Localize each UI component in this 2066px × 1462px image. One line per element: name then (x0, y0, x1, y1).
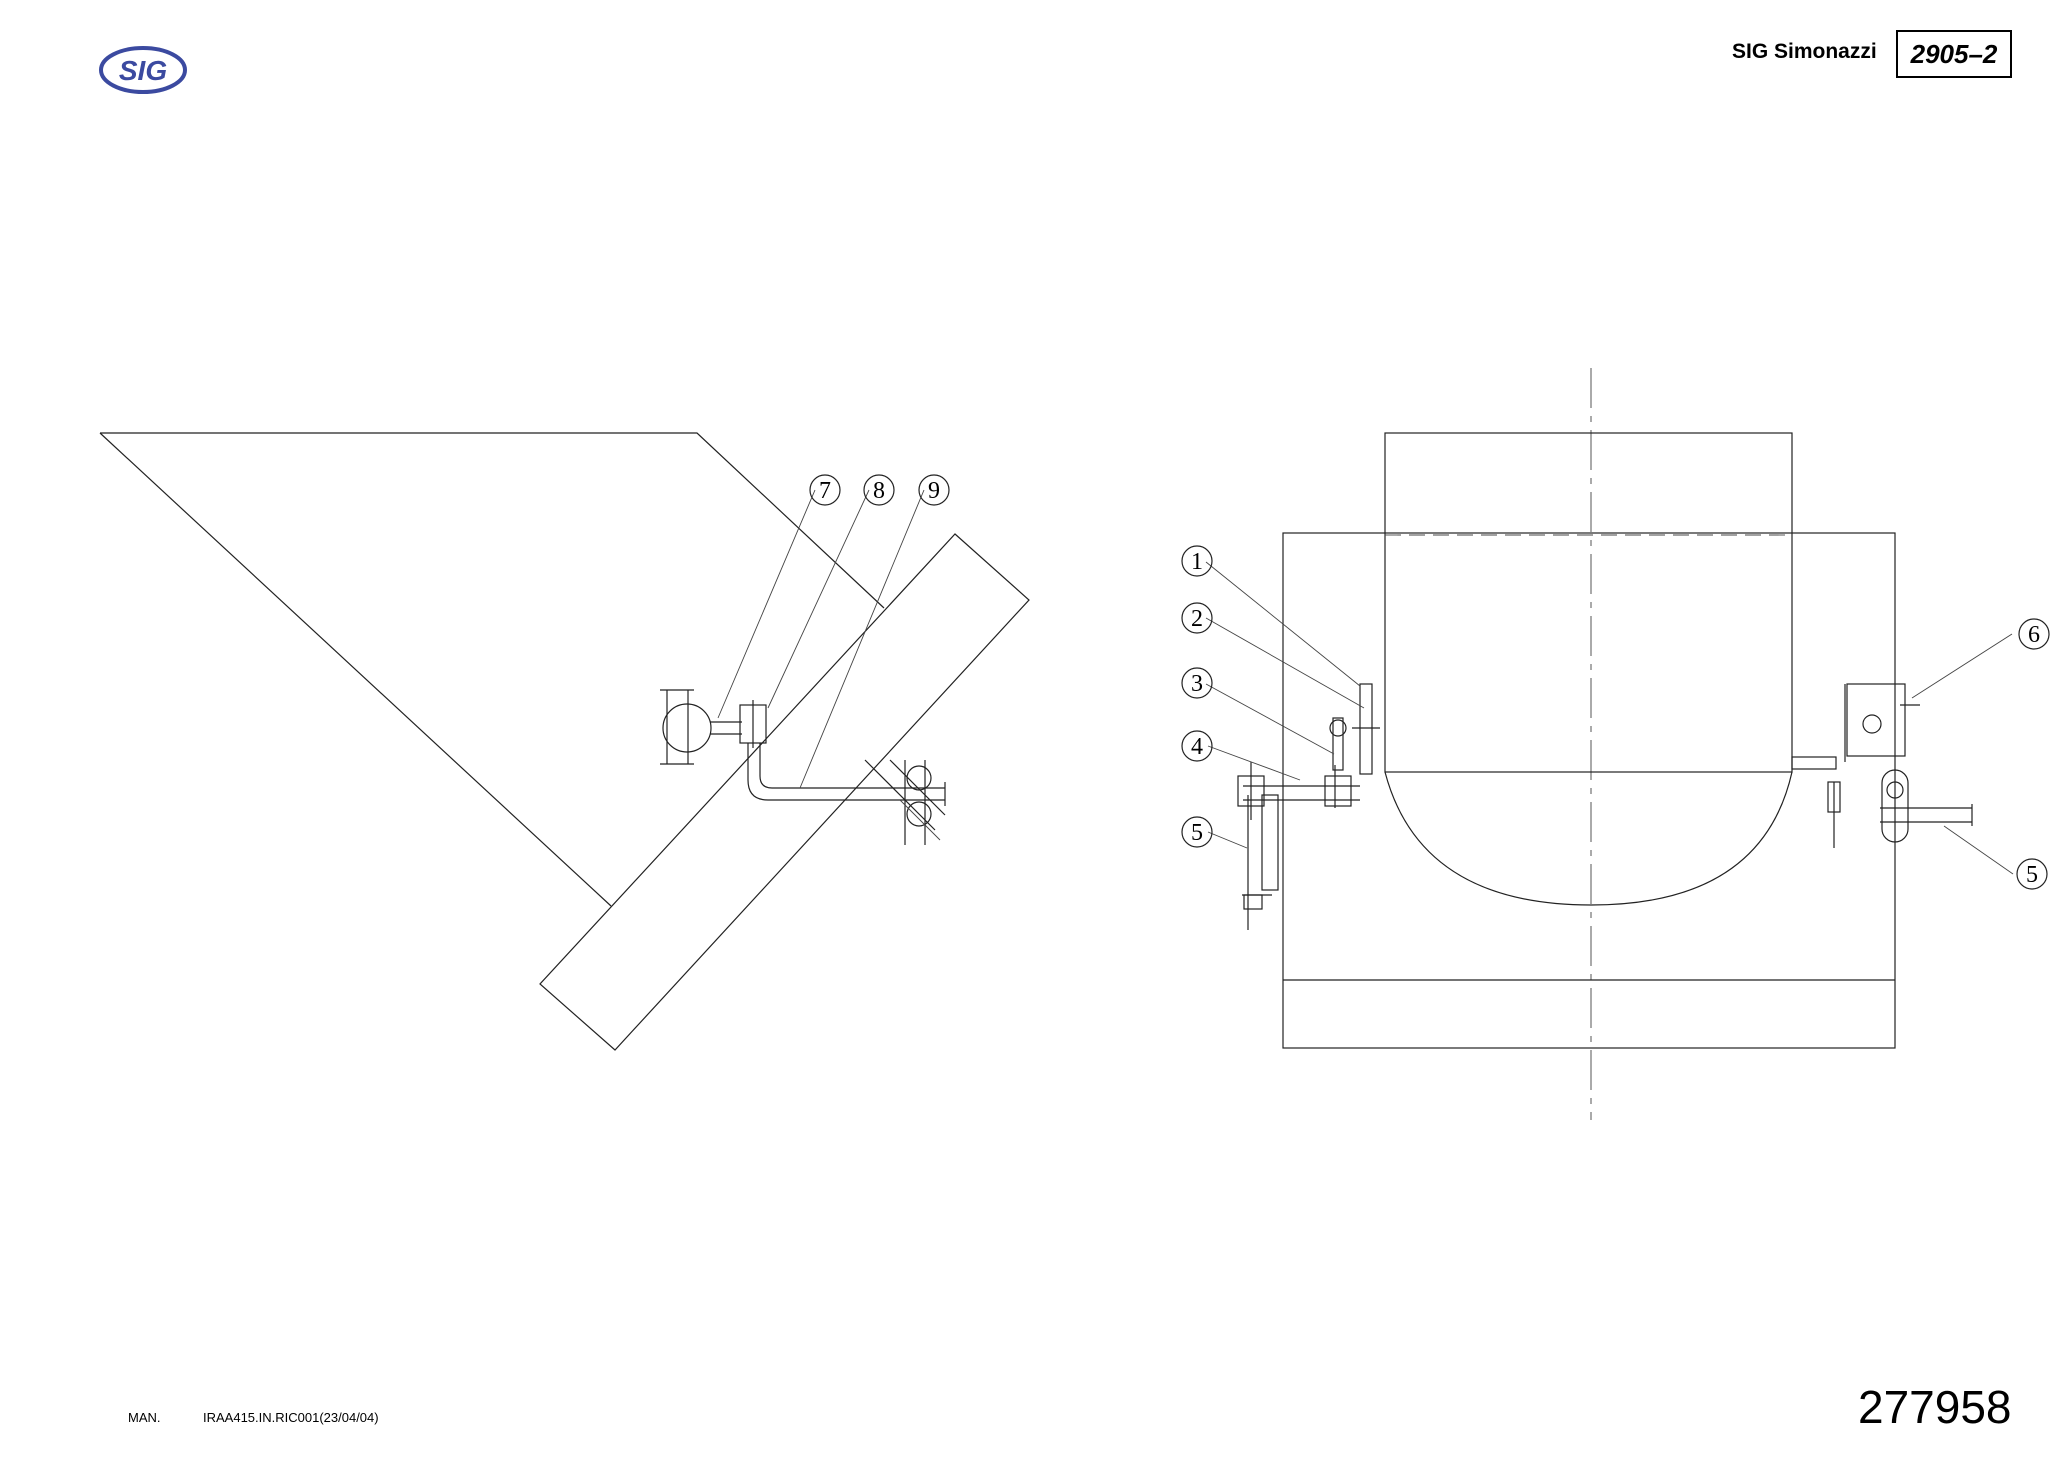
document-code-box: 2905–2 (1896, 30, 2012, 78)
callout-6: 6 (2018, 618, 2050, 650)
callout-9-label: 9 (928, 478, 940, 504)
callout-4: 4 (1181, 730, 1213, 762)
callout-2-label: 2 (1191, 606, 1203, 632)
callout-1-label: 1 (1191, 549, 1203, 575)
document-code: 2905–2 (1910, 38, 1998, 69)
callout-1: 1 (1181, 545, 1213, 577)
callout-7-label: 7 (819, 478, 831, 504)
callout-8: 8 (863, 474, 895, 506)
footer-man-label: MAN. (128, 1410, 161, 1425)
footer-reference: IRAA415.IN.RIC001(23/04/04) (203, 1410, 379, 1425)
callout-6-label: 6 (2028, 622, 2040, 648)
callout-2: 2 (1181, 602, 1213, 634)
sig-logo: SIG (99, 46, 187, 94)
svg-text:SIG: SIG (119, 55, 167, 86)
callout-3-label: 3 (1191, 671, 1203, 697)
callout-4-label: 4 (1191, 734, 1203, 760)
callout-8-label: 8 (873, 478, 885, 504)
callout-7: 7 (809, 474, 841, 506)
callout-5-right-label: 5 (2026, 862, 2038, 888)
left-bracket-assembly (660, 689, 946, 845)
callout-3: 3 (1181, 667, 1213, 699)
callout-5-left: 5 (1181, 816, 1213, 848)
callout-5-left-label: 5 (1191, 820, 1203, 846)
company-name: SIG Simonazzi (1732, 40, 1877, 63)
drawing-number: 277958 (1858, 1381, 2012, 1433)
right-view-left-brackets (1237, 683, 1380, 930)
left-view (99, 432, 1030, 1051)
right-view (1205, 368, 2014, 1120)
callout-5-right: 5 (2016, 858, 2048, 890)
callout-9: 9 (918, 474, 950, 506)
right-view-right-brackets (1791, 683, 1973, 848)
